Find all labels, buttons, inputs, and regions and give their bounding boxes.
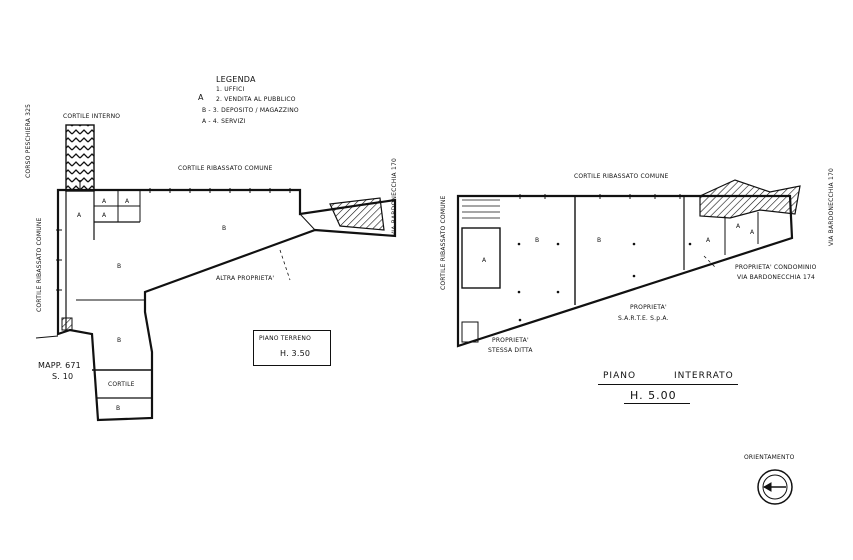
piano-terreno-title-box [253,330,331,366]
room-b: B [117,337,122,344]
interrato-hatch [699,179,801,219]
label-cortile-ribassato: CORTILE RIBASSATO COMUNE [178,165,273,172]
label-via-bardonecchia-170: VIA BARDONECCHIA 170 [391,157,398,236]
label-proprieta-condominio: PROPRIETA' CONDOMINIO [735,264,817,271]
room-a: A [102,198,107,205]
room-b: B [116,405,121,412]
terreno-hatch [329,197,385,231]
interrato-label: INTERRATO [674,371,734,381]
label-s10: S. 10 [52,372,74,381]
orientamento-label: ORIENTAMENTO [744,454,795,461]
piano-terreno-title: PIANO TERRENO [259,335,312,342]
piano-interrato-height: H. 5.00 [630,389,677,402]
piano-interrato-label: PIANO [603,371,637,381]
legend-item-uffici: 1. UFFICI [216,86,245,93]
label-cortile: CORTILE [108,381,135,388]
label-proprieta-sarte: PROPRIETA' [630,304,667,311]
compass-rose [757,469,793,505]
room-a: A [736,223,741,230]
legend-item-vendita: 2. VENDITA AL PUBBLICO [216,96,296,103]
room-a: A [102,212,107,219]
terreno-outline [56,188,397,422]
piano-interrato-plan [456,179,801,348]
room-a: A [750,229,755,236]
room-b: B [117,263,122,270]
label-corso-peschiera: CORSO PESCHIERA 325 [25,103,32,178]
legend-item-deposito: B - 3. DEPOSITO / MAGAZZINO [202,107,299,114]
piano-terreno-plan [35,124,397,422]
room-a: A [125,198,130,205]
legend-marker-a: A [198,93,204,102]
height-underline [624,403,690,404]
room-b: B [535,237,540,244]
label-cortile-interno: CORTILE INTERNO [63,113,121,120]
label-cortile-ribassato-side: CORTILE RIBASSATO COMUNE [36,217,43,312]
label-sarte-spa: S.A.R.T.E. S.p.A. [618,315,669,322]
label-via-bardonecchia-174: VIA BARDONECCHIA 174 [737,274,816,281]
label-mapp: MAPP. 671 [38,361,81,370]
interrato-outline [456,194,794,348]
room-b: B [597,237,602,244]
label-altra-proprieta: ALTRA PROPRIETA' [216,275,275,282]
label-via-bardonecchia-170: VIA BARDONECCHIA 170 [828,167,835,246]
room-b: B [222,225,227,232]
label-stessa-ditta: STESSA DITTA [488,347,533,354]
legend-item-servizi: A - 4. SERVIZI [202,118,246,125]
room-a: A [77,212,82,219]
legend-title: LEGENDA [216,75,256,84]
room-a: A [706,237,711,244]
label-cortile-ribassato-top: CORTILE RIBASSATO COMUNE [574,173,669,180]
label-cortile-ribassato-side: CORTILE RIBASSATO COMUNE [440,195,447,290]
room-a: A [482,257,487,264]
label-proprieta-stessa: PROPRIETA' [492,337,529,344]
piano-terreno-height: H. 3.50 [280,349,311,358]
title-underline [598,384,738,385]
